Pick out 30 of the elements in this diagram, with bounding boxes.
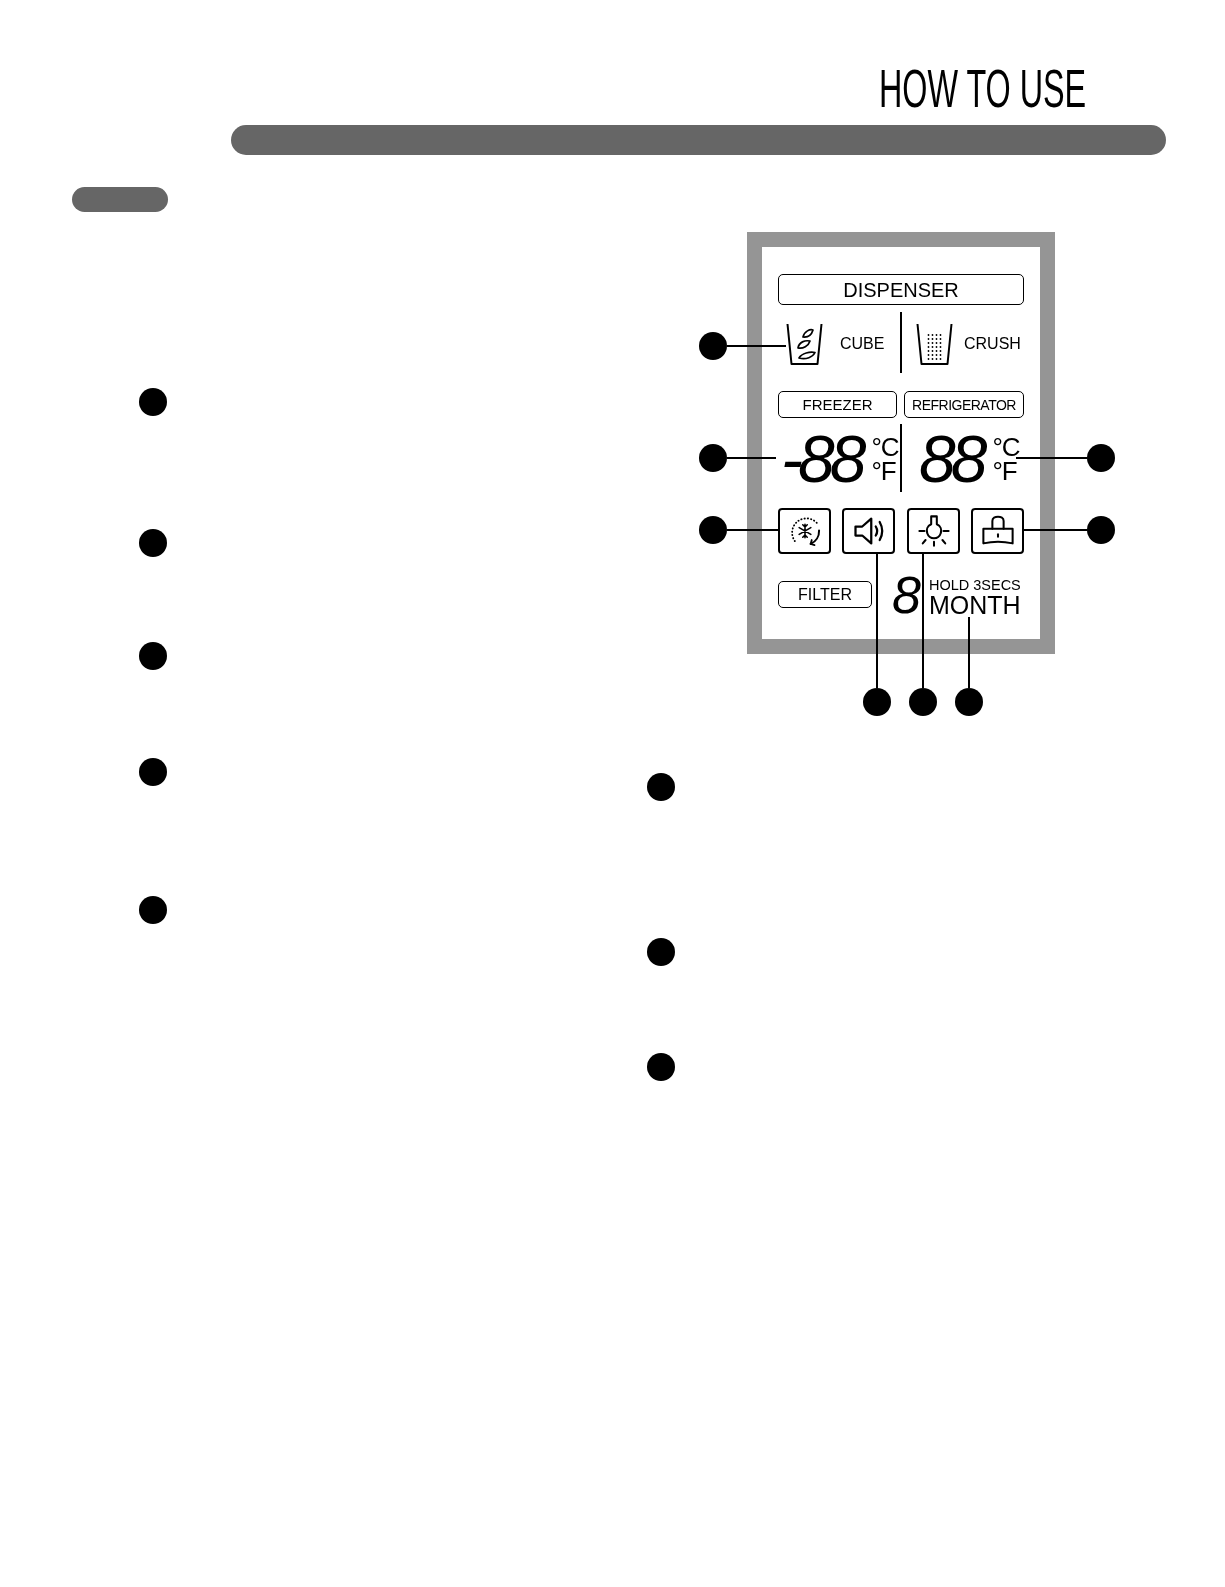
bulb-button bbox=[907, 508, 960, 554]
leader-line bbox=[1015, 457, 1088, 459]
section-label: DISPENSER bbox=[778, 274, 1024, 305]
filter-digit: 8 bbox=[891, 573, 922, 617]
page-title: HOW TO USE bbox=[879, 62, 1087, 115]
leader-line bbox=[726, 457, 777, 459]
section-label: REFRIGERATOR bbox=[904, 391, 1024, 418]
section-label: FILTER bbox=[778, 581, 872, 608]
hold-hint-text: HOLD 3SECS bbox=[928, 577, 1021, 593]
section-tab bbox=[72, 187, 168, 212]
leader-line bbox=[922, 553, 924, 689]
leader-line bbox=[726, 529, 779, 531]
mode-text: CRUSH bbox=[964, 335, 1021, 352]
snowflake-button bbox=[778, 508, 831, 554]
leader-line bbox=[968, 616, 970, 689]
leader-line bbox=[876, 553, 878, 689]
leader-line bbox=[726, 345, 787, 347]
temperature-digits: 88 bbox=[919, 425, 985, 492]
mode-text: CUBE bbox=[840, 335, 885, 352]
leader-line bbox=[1023, 529, 1088, 531]
lock-button bbox=[971, 508, 1024, 554]
unit-text: °F bbox=[992, 458, 1017, 483]
month-text: MONTH bbox=[928, 593, 1021, 617]
temperature-digits: -88 bbox=[781, 425, 864, 492]
section-label: FREEZER bbox=[778, 391, 897, 418]
control-panel-frame bbox=[747, 232, 1055, 654]
unit-text: °C bbox=[992, 434, 1020, 459]
unit-text: °F bbox=[871, 458, 896, 483]
unit-text: °C bbox=[871, 434, 899, 459]
speaker-button bbox=[842, 508, 895, 554]
